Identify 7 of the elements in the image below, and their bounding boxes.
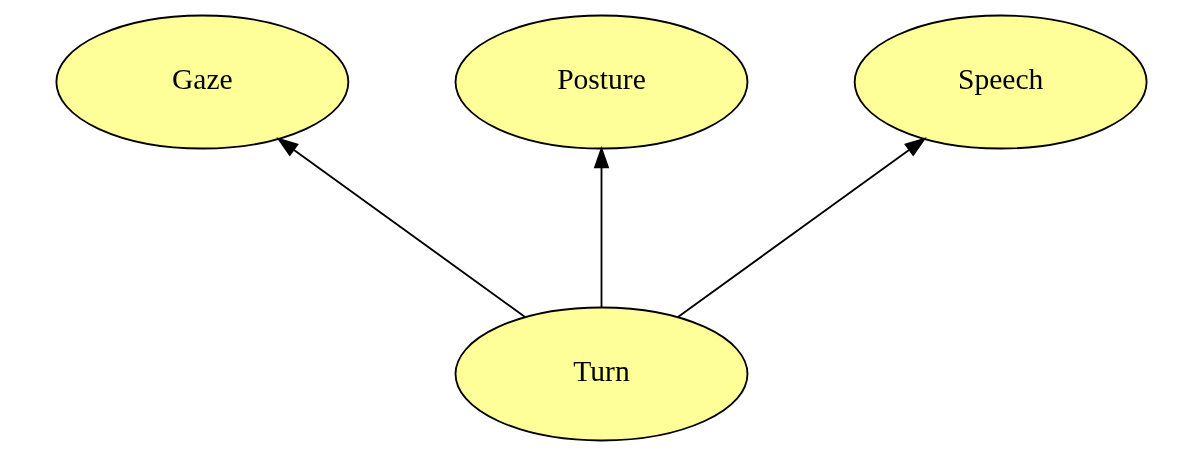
- node-ellipse: Speech: [853, 14, 1148, 150]
- node-ellipse: Gaze: [55, 14, 350, 150]
- arrow: [593, 146, 610, 309]
- node-ellipse: Posture: [454, 14, 749, 150]
- node-ellipse: Turn: [454, 306, 749, 442]
- arrow: [276, 137, 526, 318]
- arrow: [677, 137, 927, 318]
